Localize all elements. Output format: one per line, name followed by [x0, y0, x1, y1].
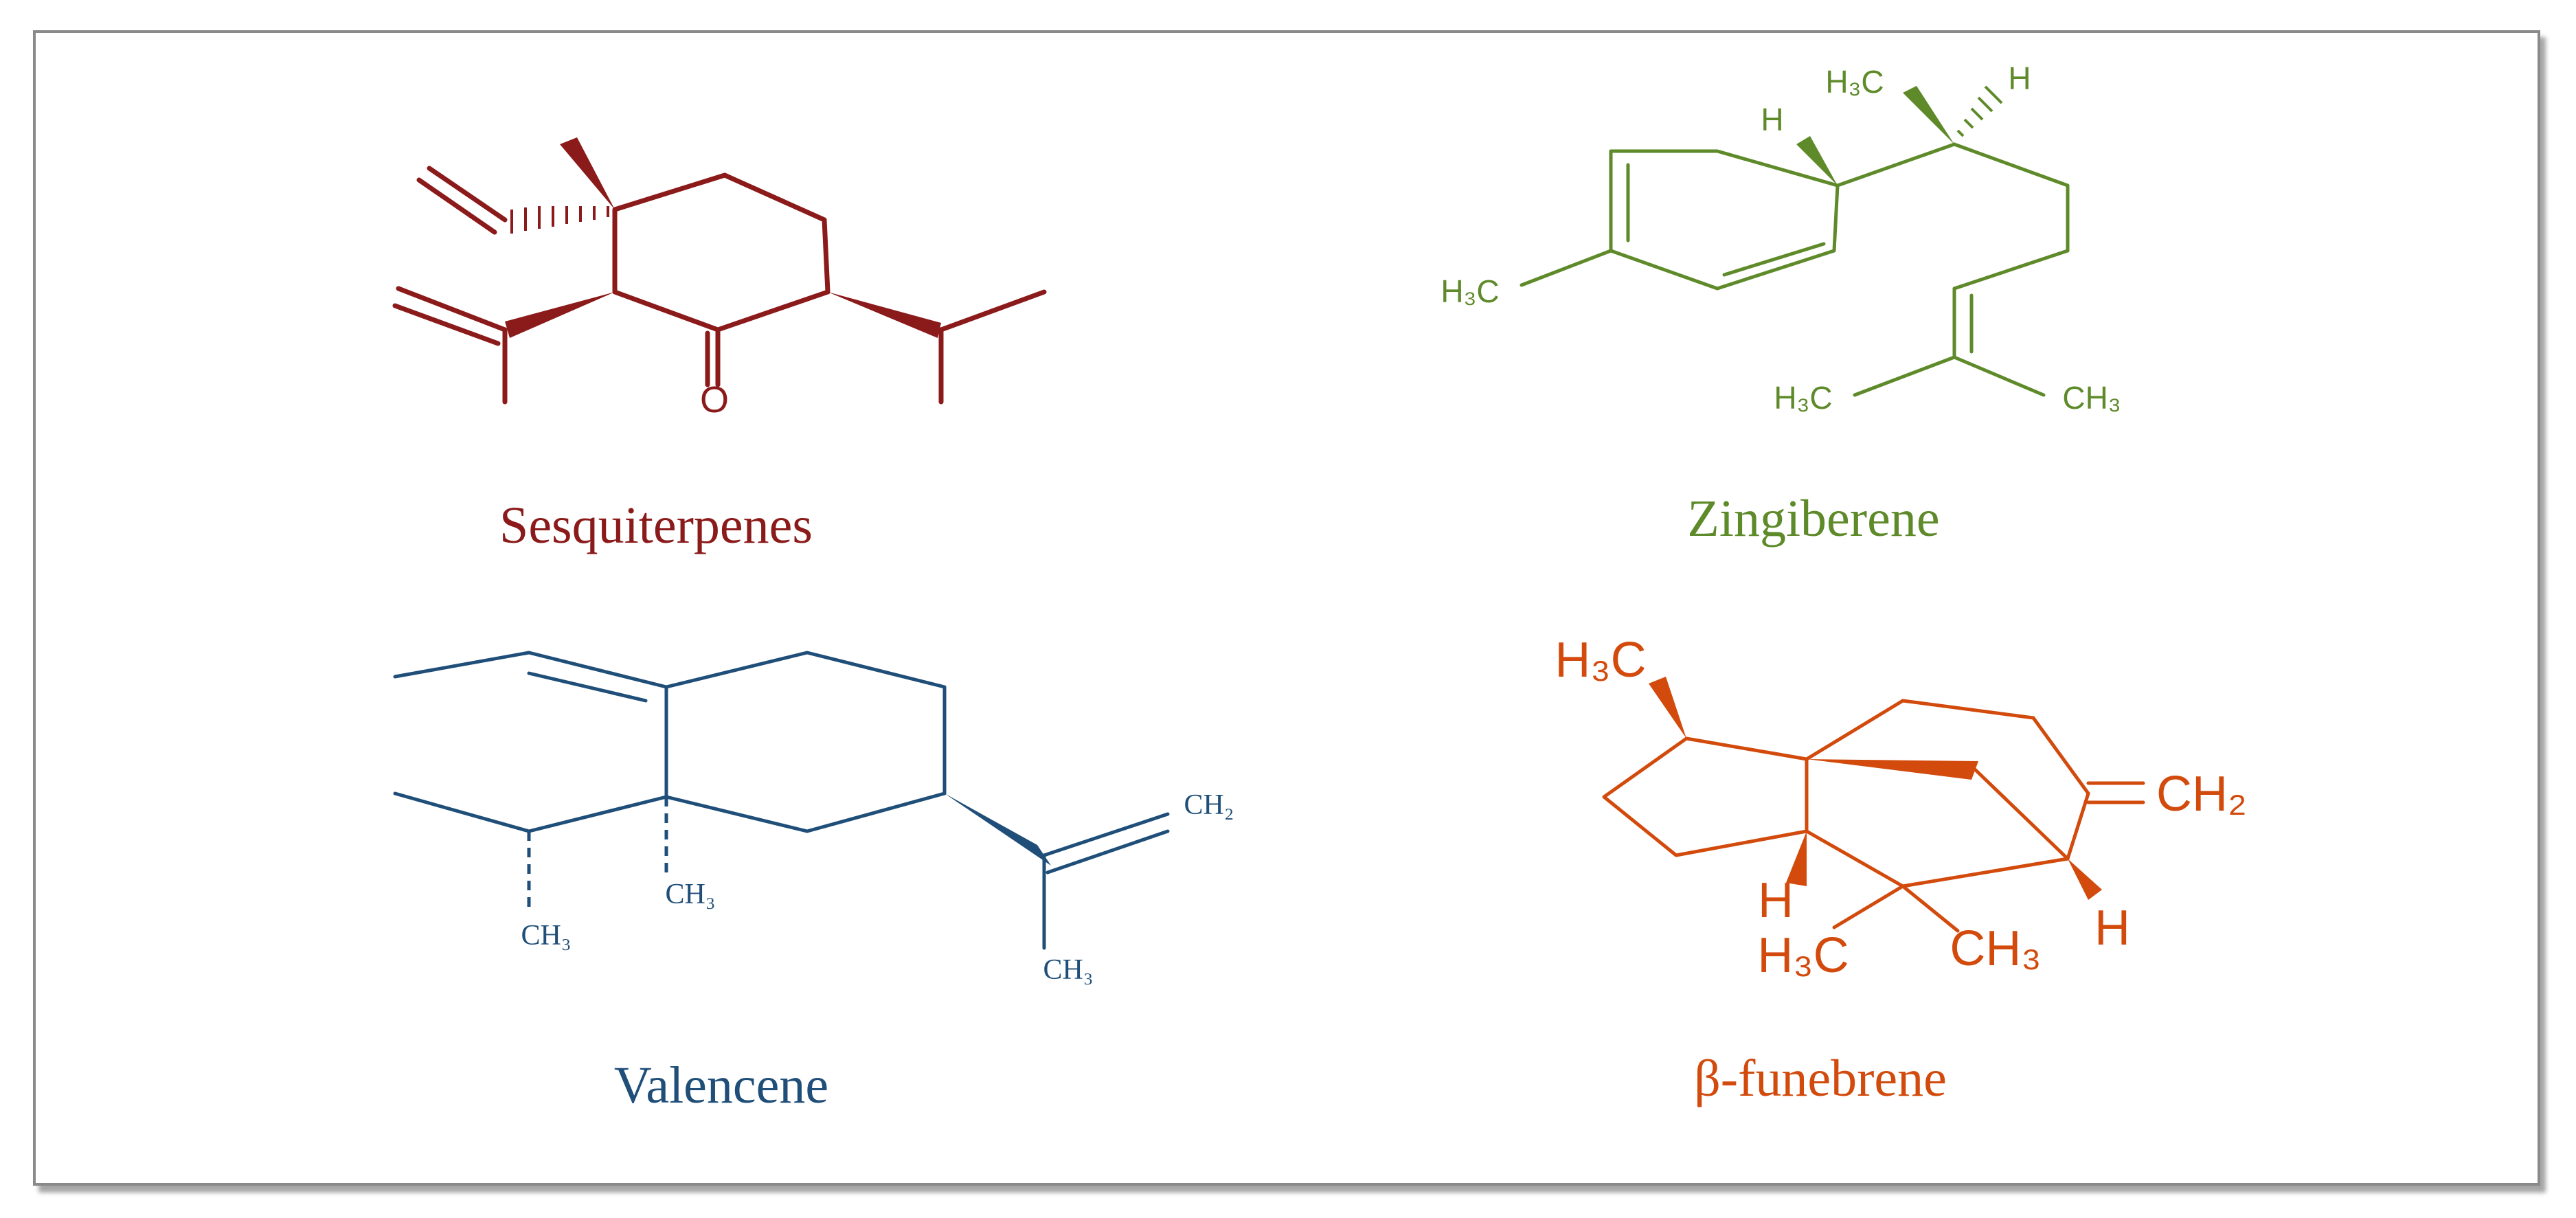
zingiberene-caption: Zingiberene [1687, 490, 1939, 548]
molecule-beta-funebrene: H₃C CH₂ H H₃C CH₃ H [1555, 633, 2247, 983]
beta-funebrene-h-left-label: H [1758, 873, 1794, 928]
sesquiterpenes-caption: Sesquiterpenes [499, 497, 813, 554]
zingiberene-bonds [1519, 142, 2070, 397]
molecule-sesquiterpenes: O [392, 137, 1047, 420]
zingiberene-h3c-bottom-label: H₃C [1774, 380, 1832, 416]
sesquiterpenes-methyl-wedge [560, 137, 615, 210]
zingiberene-h-top-label: H [2008, 60, 2031, 96]
beta-funebrene-ch3-bottom-label: CH₃ [1950, 921, 2041, 976]
sesquiterpenes-bonds [392, 166, 1047, 405]
valencene-bonds [393, 651, 1170, 950]
zingiberene-h3c-top-label: H₃C [1825, 64, 1884, 100]
valencene-ch3-left-label: CH₃ [521, 920, 572, 951]
sesquiterpenes-oxygen-label: O [700, 379, 729, 420]
beta-funebrene-caption: β-funebrene [1694, 1050, 1947, 1107]
sesquiterpenes-isopropenyl-wedge [505, 292, 615, 338]
zingiberene-h-hash [1956, 85, 2003, 137]
sesquiterpenes-vinyl-hash [510, 206, 609, 234]
figure-frame [33, 30, 2540, 1186]
zingiberene-h-ring-label: H [1761, 102, 1783, 137]
zingiberene-h3c-ring-label: H₃C [1440, 273, 1499, 309]
beta-funebrene-methyl-wedge [1649, 677, 1686, 738]
beta-funebrene-bridge-wedge [1807, 759, 1978, 780]
beta-funebrene-h3c-bottom-label: H₃C [1757, 928, 1849, 983]
molecule-valencene: CH₂ CH₃ CH₃ CH₃ [393, 651, 1234, 986]
beta-funebrene-h3c-top-label: H₃C [1555, 633, 1646, 688]
zingiberene-ring-h-wedge [1796, 136, 1838, 185]
zingiberene-methyl-wedge [1903, 86, 1954, 144]
valencene-caption: Valencene [614, 1057, 828, 1114]
valencene-ch3-right-label: CH₃ [1043, 954, 1094, 986]
molecule-zingiberene: H₃C H H H₃C H₃C CH₃ [1440, 60, 2121, 416]
beta-funebrene-h-right-label: H [2094, 901, 2130, 956]
beta-funebrene-h-left-wedge [1786, 831, 1807, 886]
beta-funebrene-h-right-wedge [2068, 859, 2102, 900]
beta-funebrene-bonds [1602, 699, 2145, 933]
beta-funebrene-ch2-label: CH₂ [2156, 767, 2247, 822]
sesquiterpenes-isopropyl-wedge [828, 292, 941, 338]
zingiberene-ch3-bottom-label: CH₃ [2062, 380, 2121, 416]
valencene-ch2-label: CH₂ [1184, 789, 1234, 821]
valencene-ch3-center-label: CH₃ [666, 879, 716, 910]
valencene-isopropenyl-wedge [945, 793, 1051, 866]
